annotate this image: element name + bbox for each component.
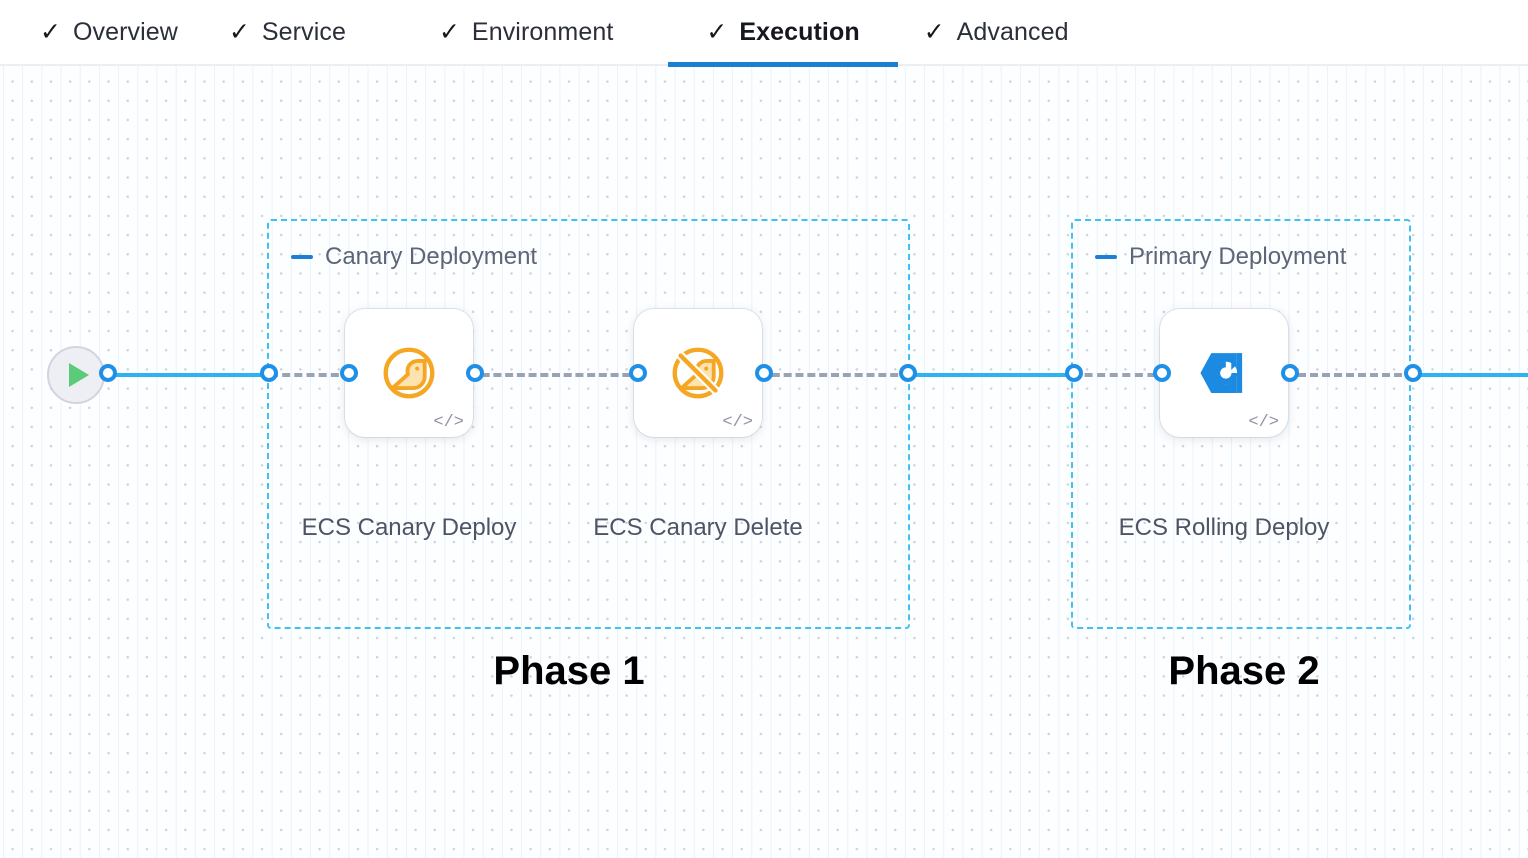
tab-environment[interactable]: ✓ Environment <box>439 0 613 65</box>
check-icon: ✓ <box>706 17 728 46</box>
node-code-icon[interactable]: </> <box>722 413 753 432</box>
port-canary-delete-output[interactable] <box>755 364 773 382</box>
node-label-ecs-canary-deploy: ECS Canary Deploy <box>301 514 517 541</box>
edge-deploy-to-delete <box>470 373 642 377</box>
active-tab-indicator <box>668 62 898 67</box>
port-start-output[interactable] <box>99 364 117 382</box>
tab-execution[interactable]: ✓ Execution <box>668 0 898 67</box>
group-title: Primary Deployment <box>1129 243 1347 270</box>
edge-canary-group-to-primary-group <box>908 373 1074 377</box>
tab-service[interactable]: ✓ Service <box>229 0 346 65</box>
check-icon: ✓ <box>438 17 460 46</box>
edge-delete-to-canary-group-exit <box>760 373 910 377</box>
port-rolling-deploy-input[interactable] <box>1153 364 1171 382</box>
port-canary-group-output[interactable] <box>899 364 917 382</box>
port-rolling-deploy-output[interactable] <box>1281 364 1299 382</box>
ecs-rolling-icon <box>1160 309 1288 437</box>
node-code-icon[interactable]: </> <box>433 413 464 432</box>
pipeline-start-node[interactable] <box>47 346 105 404</box>
tab-overview[interactable]: ✓ Overview <box>40 0 178 65</box>
group-header: Primary Deployment <box>1095 243 1346 271</box>
port-canary-deploy-input[interactable] <box>340 364 358 382</box>
node-ecs-canary-deploy[interactable]: </> <box>345 309 473 437</box>
check-icon: ✓ <box>923 17 945 46</box>
canary-bird-slash-icon <box>634 309 762 437</box>
node-label-ecs-rolling-deploy: ECS Rolling Deploy <box>1118 514 1330 541</box>
check-icon: ✓ <box>228 17 250 46</box>
node-ecs-canary-delete[interactable]: </> <box>634 309 762 437</box>
edge-start-to-canary-group <box>108 373 270 377</box>
edge-canary-group-to-deploy <box>270 373 351 377</box>
tab-advanced[interactable]: ✓ Advanced <box>924 0 1069 65</box>
check-icon: ✓ <box>40 17 61 46</box>
group-title: Canary Deployment <box>325 243 538 270</box>
pipeline-canvas[interactable]: Canary Deployment Primary Deployment <box>0 66 1528 858</box>
annotation-phase-1: Phase 1 <box>493 649 645 693</box>
group-header: Canary Deployment <box>291 243 537 271</box>
canary-bird-icon <box>345 309 473 437</box>
group-canary-deployment[interactable]: Canary Deployment <box>267 219 910 629</box>
group-primary-deployment[interactable]: Primary Deployment <box>1071 219 1411 629</box>
minus-icon[interactable] <box>291 255 313 259</box>
tab-label: Service <box>261 17 346 46</box>
port-primary-group-input[interactable] <box>1065 364 1083 382</box>
tab-label: Execution <box>739 17 860 46</box>
minus-icon[interactable] <box>1095 255 1117 259</box>
edge-primary-group-to-next <box>1412 373 1528 377</box>
tab-label: Overview <box>72 17 178 46</box>
edge-rolling-to-primary-group-exit <box>1286 373 1414 377</box>
node-ecs-rolling-deploy[interactable]: </> <box>1160 309 1288 437</box>
tab-label: Advanced <box>956 17 1069 46</box>
annotation-phase-2: Phase 2 <box>1168 649 1320 693</box>
port-canary-group-input[interactable] <box>260 364 278 382</box>
node-label-ecs-canary-delete: ECS Canary Delete <box>593 514 803 541</box>
port-canary-delete-input[interactable] <box>629 364 647 382</box>
play-icon <box>69 363 89 387</box>
port-primary-group-output[interactable] <box>1404 364 1422 382</box>
node-code-icon[interactable]: </> <box>1248 413 1279 432</box>
edge-primary-group-to-rolling <box>1072 373 1168 377</box>
port-canary-deploy-output[interactable] <box>466 364 484 382</box>
settings-tab-bar: ✓ Overview ✓ Service ✓ Environment ✓ Exe… <box>0 0 1528 67</box>
tab-label: Environment <box>471 17 614 46</box>
